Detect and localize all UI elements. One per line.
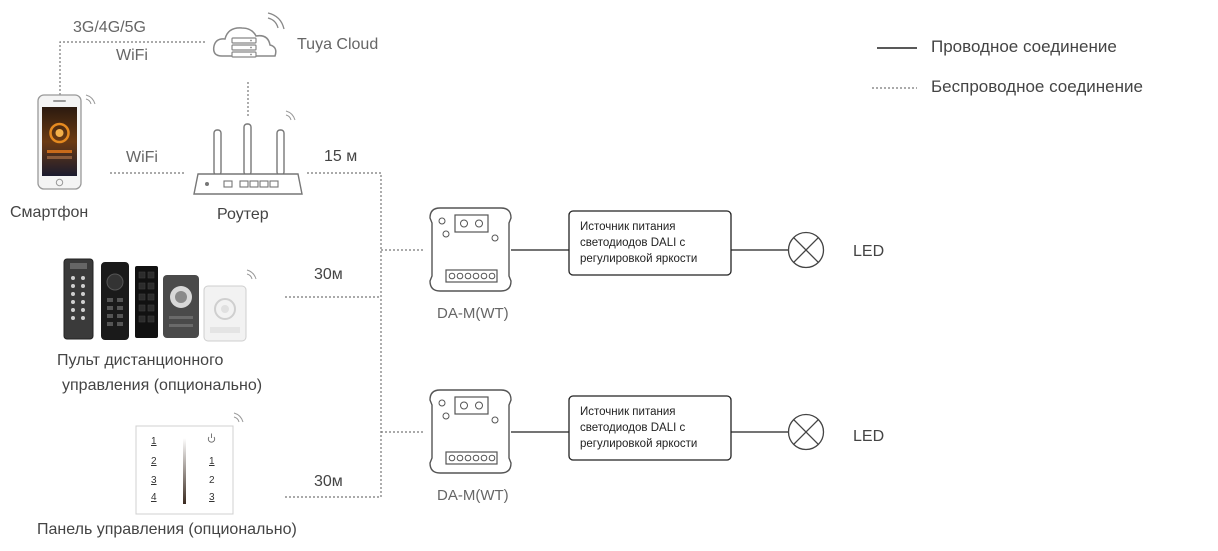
- control-panel-icon: [135, 412, 244, 515]
- legend-wired-label: Проводное соединение: [931, 37, 1117, 56]
- psu-1-line3: регулировкой яркости: [580, 253, 698, 265]
- distance-panel-label: 30м: [314, 473, 343, 490]
- remote-controls: [63, 258, 257, 342]
- phone-cloud-link: [59, 41, 205, 95]
- panel-left-number-3: 3: [151, 475, 157, 486]
- psu-2-text: Источник питания светодиодов DALI с регу…: [580, 404, 697, 452]
- router-label: Роутер: [217, 206, 269, 223]
- remote-1: [63, 258, 94, 340]
- wifi-router-label: WiFi: [126, 149, 158, 166]
- psu-1-text: Источник питания светодиодов DALI с регу…: [580, 219, 697, 267]
- led-2-label: LED: [853, 428, 885, 445]
- remote-3: [135, 266, 158, 338]
- distance-router-label: 15 м: [324, 148, 358, 165]
- psu-1-box: [568, 210, 732, 276]
- controller-1-name: DA-M(WT): [437, 305, 509, 322]
- panel-left-number-2: 2: [151, 456, 157, 467]
- psu-2-line1: Источник питания: [580, 406, 676, 418]
- distance-remote-label: 30м: [314, 266, 343, 283]
- panel-label: Панель управления (опционально): [37, 521, 297, 538]
- remote-4: [163, 275, 199, 338]
- panel-left-number-1: 1: [151, 436, 157, 447]
- smartphone-icon: [37, 94, 96, 190]
- wired-links: [511, 249, 788, 433]
- cloud-icon: [212, 12, 285, 58]
- panel-right-number-3: 3: [209, 492, 215, 503]
- led-2-icon: [787, 413, 825, 451]
- psu-2-line2: светодиодов DALI с: [580, 422, 686, 434]
- psu-2-box: [568, 395, 732, 461]
- psu-2-line3: регулировкой яркости: [580, 438, 698, 450]
- legend-wireless-label: Беспроводное соединение: [931, 77, 1143, 96]
- remote-label-line1: Пульт дистанционного: [57, 352, 224, 369]
- controller-2-name: DA-M(WT): [437, 487, 509, 504]
- psu-1-line2: светодиодов DALI с: [580, 237, 686, 249]
- smartphone-label: Смартфон: [10, 204, 89, 221]
- panel-left-number-4: 4: [151, 492, 157, 503]
- controller-2-icon: [429, 389, 512, 474]
- router-icon: [193, 110, 303, 195]
- remote-5: [203, 285, 247, 342]
- cellular-label: 3G/4G/5G: [73, 19, 146, 36]
- panel-right-number-1: 1: [209, 456, 215, 467]
- led-1-icon: [787, 231, 825, 269]
- led-1-label: LED: [853, 243, 885, 260]
- psu-1-line1: Источник питания: [580, 221, 676, 233]
- wifi-cloud-label: WiFi: [116, 47, 148, 64]
- remote-2: [101, 262, 129, 340]
- remote-label-line2: управления (опционально): [62, 377, 263, 394]
- wireless-links: [59, 41, 425, 498]
- router-bus-link: [285, 172, 382, 498]
- cloud-label: Tuya Cloud: [297, 36, 379, 53]
- controller-1-icon: [429, 207, 512, 292]
- panel-right-number-2: 2: [209, 475, 215, 486]
